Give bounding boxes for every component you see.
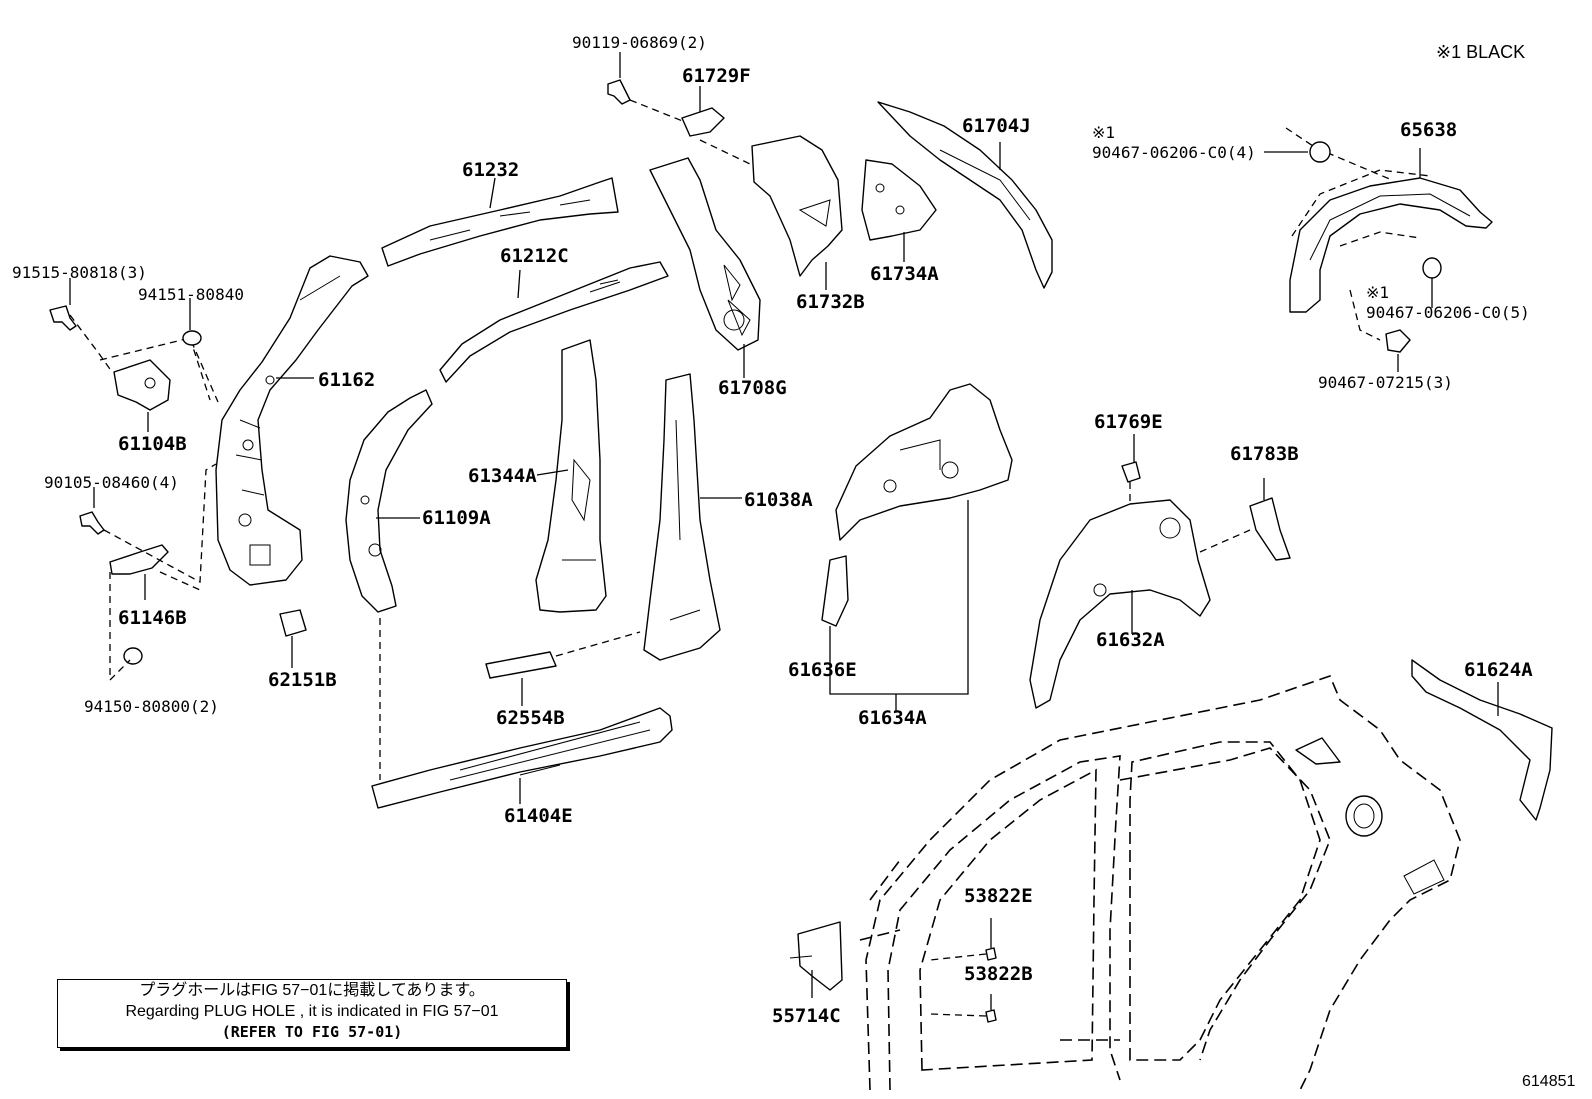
label-53822E: 53822E xyxy=(964,885,1033,907)
part-61783B-block xyxy=(1249,497,1291,561)
part-61734A-panel xyxy=(861,159,937,241)
label-61729F: 61729F xyxy=(682,65,751,87)
nut-94150 xyxy=(123,647,143,665)
part-61632A-panel xyxy=(1029,499,1211,709)
label-53822B: 53822B xyxy=(964,963,1033,985)
label-61769E: 61769E xyxy=(1094,411,1163,433)
clip-90467-a xyxy=(1309,141,1331,163)
label-61636E: 61636E xyxy=(788,659,857,681)
part-61624A-panel xyxy=(1411,659,1553,821)
part-61162-pillar xyxy=(215,255,369,586)
clip-53822B xyxy=(985,1009,997,1023)
label-61038A: 61038A xyxy=(744,489,813,511)
nut-94151 xyxy=(182,330,202,346)
part-61729F-bracket xyxy=(681,107,725,137)
label-61212C: 61212C xyxy=(500,245,569,267)
part-61634A-wheelhouse xyxy=(835,383,1013,541)
figure-number: 614851 xyxy=(1522,1073,1576,1090)
label-94151-80840: 94151-80840 xyxy=(138,285,244,304)
note-line-japanese: プラグホールはFIG 57−01に掲載してあります。 xyxy=(139,982,485,999)
part-61704J-panel xyxy=(877,101,1053,289)
label-90467-06206-C0-5: 90467-06206-C0(5) xyxy=(1366,303,1530,322)
label-61704J: 61704J xyxy=(962,115,1031,137)
label-61162: 61162 xyxy=(318,369,375,391)
label-61783B: 61783B xyxy=(1230,443,1299,465)
bolt-90119 xyxy=(607,79,631,105)
label-90467-06206-C0-4: 90467-06206-C0(4) xyxy=(1092,143,1256,162)
label-61109A: 61109A xyxy=(422,507,491,529)
label-61404E: 61404E xyxy=(504,805,573,827)
label-61632A: 61632A xyxy=(1096,629,1165,651)
label-61734A: 61734A xyxy=(870,263,939,285)
label-61708G: 61708G xyxy=(718,377,787,399)
label-62554B: 62554B xyxy=(496,707,565,729)
label-61634A: 61634A xyxy=(858,707,927,729)
label-61624A: 61624A xyxy=(1464,659,1533,681)
label-55714C: 55714C xyxy=(772,1005,841,1027)
label-90467-07215: 90467-07215(3) xyxy=(1318,373,1453,392)
part-62554B-block xyxy=(485,651,557,679)
part-62151B-block xyxy=(279,609,307,637)
label-61146B: 61146B xyxy=(118,607,187,629)
black-color-note: ※1 BLACK xyxy=(1436,42,1526,62)
part-61038A-pillar xyxy=(643,373,721,661)
body-side-outline xyxy=(859,675,1461,1091)
part-61109A-pillar xyxy=(345,389,433,613)
note-refer-link[interactable]: (REFER TO FIG 57-01) xyxy=(221,1023,403,1041)
part-61344A-pillar xyxy=(535,339,607,613)
clip-53822E xyxy=(985,947,997,961)
part-61212C-rail xyxy=(439,261,669,383)
label-65638: 65638 xyxy=(1400,119,1457,141)
part-61636E-bracket xyxy=(821,555,849,627)
label-62151B: 62151B xyxy=(268,669,337,691)
label-61104B: 61104B xyxy=(118,433,187,455)
part-61104B-bracket xyxy=(113,359,171,411)
label-61344A: 61344A xyxy=(468,465,537,487)
clip-90467-b xyxy=(1422,257,1442,279)
mark-1b: ※1 xyxy=(1366,283,1389,302)
plug-hole-note-box: プラグホールはFIG 57−01に掲載してあります。 Regarding PLU… xyxy=(57,979,567,1048)
label-94150-80800: 94150-80800(2) xyxy=(84,697,219,716)
label-61732B: 61732B xyxy=(796,291,865,313)
clip-90467-c xyxy=(1385,329,1411,353)
part-65638-liner xyxy=(1289,177,1493,313)
part-55714C-bracket xyxy=(789,921,843,991)
part-61232-rail xyxy=(381,177,619,267)
label-91515-80818: 91515-80818(3) xyxy=(12,263,147,282)
part-61404E-rocker xyxy=(371,707,673,809)
label-61232: 61232 xyxy=(462,159,519,181)
label-90119-06869: 90119-06869(2) xyxy=(572,33,707,52)
label-90105-08460: 90105-08460(4) xyxy=(44,473,179,492)
bolt-91515 xyxy=(49,305,77,331)
mark-1a: ※1 xyxy=(1092,123,1115,142)
part-61708G-panel xyxy=(649,157,761,351)
bolt-90105 xyxy=(79,511,105,535)
part-61732B-panel xyxy=(751,135,843,277)
part-61769E-bracket xyxy=(1121,461,1141,483)
note-line-english: Regarding PLUG HOLE , it is indicated in… xyxy=(125,1003,499,1020)
